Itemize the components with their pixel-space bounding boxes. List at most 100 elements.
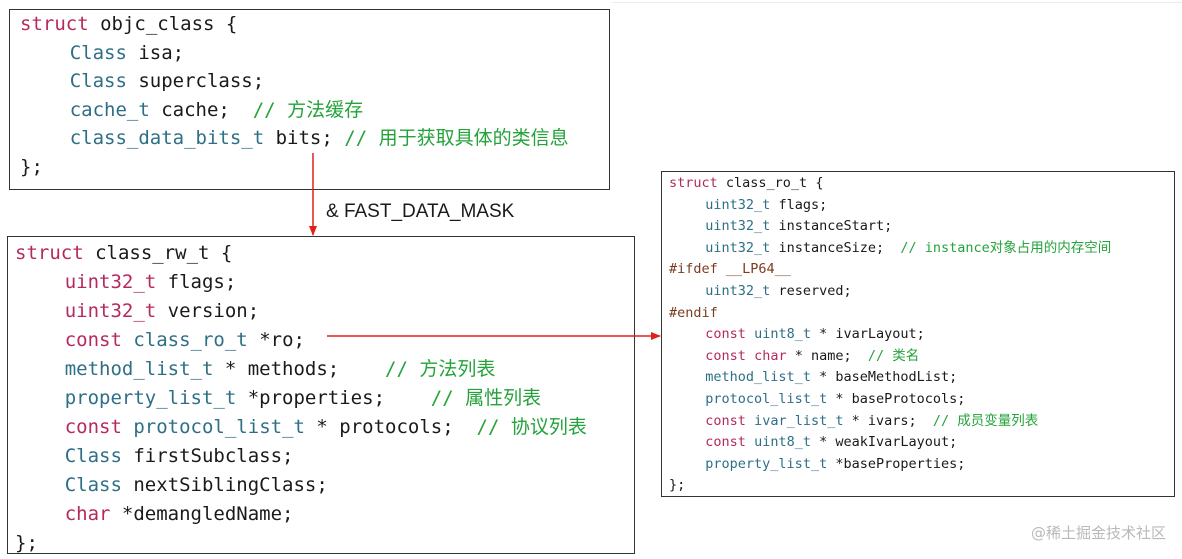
code-token: uint32_t [705,283,771,299]
objc-class-code-line: cache_t cache; // 方法缓存 [70,96,363,124]
code-token: instanceStart; [770,218,893,235]
class-ro-t-code-line: uint32_t flags; [705,195,827,217]
class-ro-t-code-line: uint32_t instanceStart; [705,216,892,238]
class-ro-t-code-line: const ivar_list_t * ivars; // 成员变量列表 [705,411,1038,433]
code-token: class_ro_t { [717,175,824,191]
code-token: flags; [156,271,237,293]
code-token: char [64,503,111,525]
code-token: // [932,412,958,429]
class-ro-t-code-line: const uint8_t * weakIvarLayout; [705,432,957,454]
code-token: class_ro_t [133,329,248,351]
class-ro-t-code-line: const uint8_t * ivarLayout; [705,324,924,346]
code-token: uint32_t [64,271,157,293]
fast-data-mask-label: & FAST_DATA_MASK [326,201,515,222]
code-token: protocol_list_t [133,416,305,438]
code-token: Class [64,474,122,496]
top-divider [612,2,1182,3]
code-token: uint32_t [705,239,771,256]
code-token: struct [15,242,84,264]
class-ro-t-code-line: property_list_t *baseProperties; [705,454,965,476]
code-token: #endif [669,304,718,321]
code-token: cache; [149,98,253,121]
code-token: // instance [900,239,990,256]
code-token: * ivars; [843,412,933,429]
code-token: 成员变量列表 [957,412,1039,429]
code-token: // [867,347,893,364]
code-token: *ro; [247,329,305,351]
objc-class-struct-box: struct objc_class {Class isa;Class super… [9,9,610,190]
code-token: 对象占用的内存空间 [989,239,1112,256]
code-token: const [705,412,746,429]
objc-class-code-line: struct objc_class { [20,10,237,38]
code-token: char [754,347,787,364]
code-token: }; [20,155,43,178]
code-token: // [476,416,511,438]
code-token: protocol_list_t [705,391,828,407]
code-token: *demangledName; [110,503,294,525]
objc-class-code-line: class_data_bits_t bits; // 用于获取具体的类信息 [70,124,569,152]
code-token: 用于获取具体的类信息 [378,127,569,149]
class-ro-t-code-line: uint32_t reserved; [705,281,851,303]
class-ro-t-code-line: #ifdef __LP64__ [669,259,791,281]
class-ro-t-code-line: #endif [669,303,718,325]
code-token: nextSiblingClass; [121,474,328,496]
class-ro-t-code-line: struct class_ro_t { [669,173,823,195]
code-token: * name; [786,347,868,364]
code-token: * baseMethodList; [810,369,958,386]
code-token: #ifdef __LP64__ [669,261,791,278]
code-token: const [705,347,746,364]
code-token: const [64,416,122,438]
code-token: class_rw_t { [83,242,233,264]
class-ro-t-struct-box: struct class_ro_t {uint32_t flags;uint32… [661,171,1175,497]
code-token: isa; [126,41,185,64]
code-token: property_list_t [64,387,237,409]
code-token: method_list_t [705,369,811,386]
class-ro-t-code-line: method_list_t * baseMethodList; [705,367,957,389]
code-token: bits; [264,127,345,149]
code-token: 协议列表 [510,416,587,438]
class-rw-t-code-line: Class firstSubclass; [65,441,294,471]
code-token: Class [64,445,122,467]
code-token: * methods; [213,358,386,380]
code-token: *baseProperties; [827,455,966,472]
code-token: reserved; [770,283,852,299]
code-token: 类名 [892,347,920,364]
class-rw-t-code-line: char *demangledName; [65,499,294,529]
class-ro-t-code-line: const char * name; // 类名 [705,346,919,368]
code-token: // [344,127,379,149]
code-token: property_list_t [705,455,828,472]
code-token: *properties; [236,387,431,409]
class-rw-t-code-line: property_list_t *properties; // 属性列表 [65,383,541,413]
code-token: uint8_t [754,326,811,343]
code-token: firstSubclass; [121,445,294,467]
objc-class-code-line: Class isa; [70,39,184,67]
objc-class-code-line: }; [20,153,43,181]
code-token: * ivarLayout; [810,326,925,343]
code-token: * baseProtocols; [827,391,966,407]
class-rw-t-code-line: Class nextSiblingClass; [65,470,328,500]
class-ro-t-code-line: uint32_t instanceSize; // instance对象占用的内… [705,238,1111,260]
code-token: objc_class { [88,13,238,35]
code-token: uint8_t [754,434,811,451]
code-token: ivar_list_t [754,412,844,429]
code-token: instanceSize; [770,239,901,256]
code-token: // [252,98,288,121]
code-token: flags; [770,196,828,213]
code-token: // [430,387,466,409]
code-token: struct [669,175,718,191]
code-token: 属性列表 [465,387,542,409]
class-rw-t-code-line: uint32_t flags; [65,267,237,297]
code-token: version; [156,300,260,322]
code-token: }; [669,477,686,494]
code-token: superclass; [126,70,265,92]
objc-class-code-line: Class superclass; [70,67,264,95]
class-rw-t-code-line: }; [15,528,38,558]
code-token: method_list_t [64,358,214,380]
code-token: class_data_bits_t [69,127,265,149]
code-token: const [705,434,746,451]
class-rw-t-code-line: const protocol_list_t * protocols; // 协议… [65,412,587,442]
code-token: const [705,326,746,343]
code-token: Class [69,41,127,64]
code-token: cache_t [69,98,150,121]
